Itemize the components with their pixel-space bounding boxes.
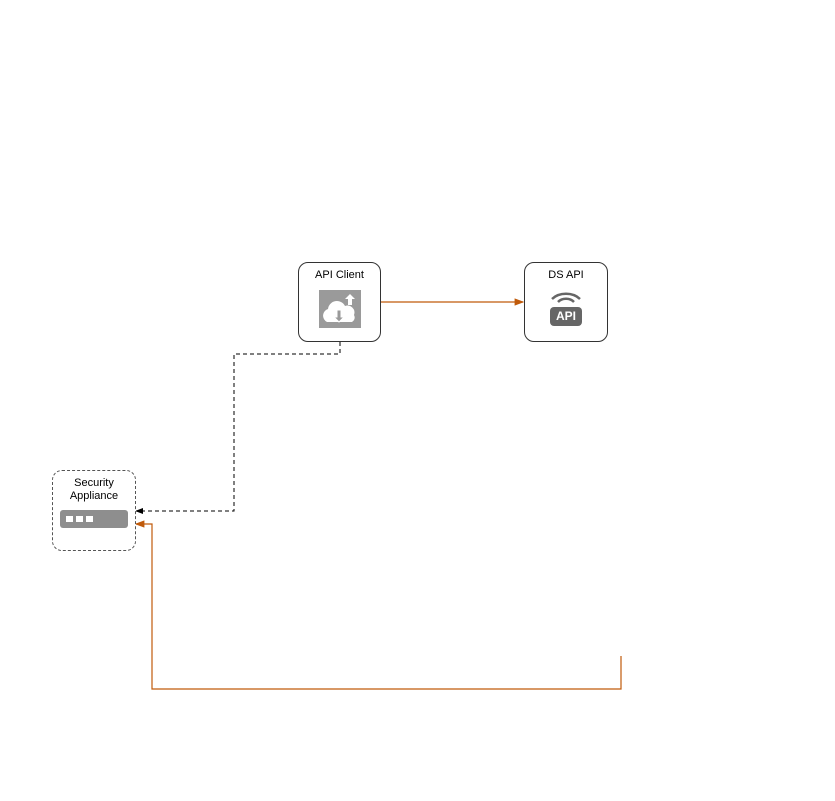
ds-api-node[interactable]: DS API API — [524, 262, 608, 342]
edge-client-to-appliance — [135, 342, 341, 514]
cloud-sync-icon — [318, 290, 361, 328]
appliance-icon — [60, 510, 128, 528]
api-wifi-icon: API — [549, 290, 583, 328]
api-badge: API — [550, 307, 582, 326]
api-client-label: API Client — [315, 269, 364, 281]
api-client-node[interactable]: API Client — [298, 262, 381, 342]
security-appliance-node[interactable]: Security Appliance — [52, 470, 136, 551]
edge-dsapi-to-appliance — [134, 520, 622, 690]
ds-api-label: DS API — [548, 269, 584, 281]
security-appliance-label: Security Appliance — [69, 477, 119, 502]
